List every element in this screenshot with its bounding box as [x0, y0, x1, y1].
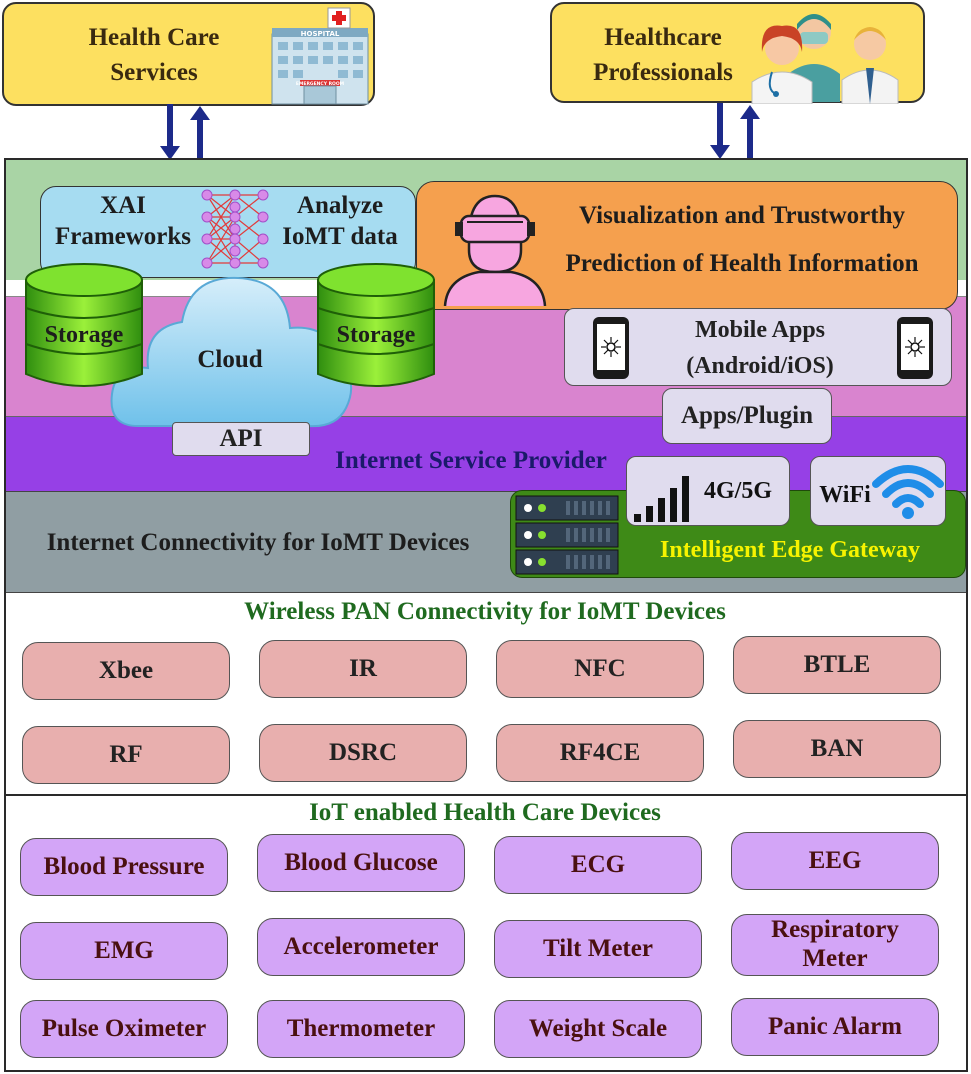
healthcare-professionals-box: Healthcare Professionals: [550, 2, 925, 104]
vr-headset-person-icon: [443, 194, 547, 306]
xai-panel: XAI Frameworks Analyze IoMT data: [40, 186, 416, 278]
pan-item-ir: IR: [259, 640, 467, 698]
pan-item-dsrc: DSRC: [259, 724, 467, 782]
smartphone-right-icon: [897, 317, 933, 379]
neural-network-icon: [201, 189, 269, 269]
device-emg: EMG: [20, 922, 228, 980]
device-thermometer: Thermometer: [257, 1000, 465, 1058]
devices-title: IoT enabled Health Care Devices: [309, 799, 661, 826]
device-respiratory-meter: Respiratory Meter: [731, 914, 939, 976]
device-weight-scale: Weight Scale: [494, 1000, 702, 1058]
pan-item-xbee: Xbee: [22, 642, 230, 700]
hospital-sign: HOSPITAL: [301, 30, 340, 38]
isp-label: Internet Service Provider: [335, 447, 607, 474]
mobile-apps-line-1: Mobile Apps: [694, 316, 826, 343]
pan-item-btle: BTLE: [733, 636, 941, 694]
mobile-apps-box: Mobile Apps (Android/iOS): [564, 308, 952, 386]
edge-gateway-label: Intelligent Edge Gateway: [660, 536, 920, 563]
pan-item-nfc: NFC: [496, 640, 704, 698]
device-eeg: EEG: [731, 832, 939, 890]
mobile-apps-line-2: (Android/iOS): [686, 352, 834, 379]
pan-item-rf: RF: [22, 726, 230, 784]
wifi-icon: [872, 465, 944, 519]
cloud-label: Cloud: [197, 346, 263, 373]
pan-item-ban: BAN: [733, 720, 941, 778]
connectivity-label: Internet Connectivity for IoMT Devices: [46, 529, 470, 556]
visualization-line-1: Visualization and Trustworthy: [579, 202, 905, 229]
storage-right-icon: [317, 263, 435, 387]
services-arrows: [160, 104, 210, 162]
device-tilt-meter: Tilt Meter: [494, 920, 702, 978]
apps-plugin-box: Apps/Plugin: [662, 388, 832, 444]
hospital-icon: HOSPITAL EMERGENCY ROOM: [271, 7, 369, 105]
professionals-arrows: [710, 103, 760, 161]
main-frame: [4, 158, 968, 1072]
health-care-services-box: Health Care Services HOSPITAL EMERGENCY …: [2, 2, 375, 106]
device-blood-pressure: Blood Pressure: [20, 838, 228, 896]
doctors-icon: [751, 14, 899, 104]
analyze-iomt-label: Analyze IoMT data: [282, 191, 398, 250]
server-rack-icon: [515, 495, 619, 575]
smartphone-left-icon: [593, 317, 629, 379]
storage-right-label: Storage: [336, 321, 416, 348]
hospital-door-sign: EMERGENCY ROOM: [296, 81, 345, 87]
storage-left-label: Storage: [44, 321, 124, 348]
device-ecg: ECG: [494, 836, 702, 894]
visualization-line-2: Prediction of Health Information: [565, 250, 919, 277]
pan-title: Wireless PAN Connectivity for IoMT Devic…: [244, 598, 726, 625]
healthcare-professionals-label: Healthcare Professionals: [593, 24, 733, 86]
storage-left-icon: [25, 263, 143, 387]
device-panic-alarm: Panic Alarm: [731, 998, 939, 1056]
health-care-services-label: Health Care Services: [88, 24, 220, 86]
cellular-label: 4G/5G: [703, 477, 772, 504]
cellular-box: [626, 456, 790, 526]
xai-frameworks-label: XAI Frameworks: [54, 191, 192, 250]
wifi-label: WiFi: [819, 481, 871, 508]
section-divider: [4, 794, 968, 796]
api-box: API: [172, 422, 310, 456]
device-blood-glucose: Blood Glucose: [257, 834, 465, 892]
visualization-panel: Visualization and Trustworthy Prediction…: [416, 181, 958, 310]
device-accelerometer: Accelerometer: [257, 918, 465, 976]
pan-item-rf4ce: RF4CE: [496, 724, 704, 782]
device-pulse-oximeter: Pulse Oximeter: [20, 1000, 228, 1058]
signal-bars-icon: [634, 476, 689, 522]
